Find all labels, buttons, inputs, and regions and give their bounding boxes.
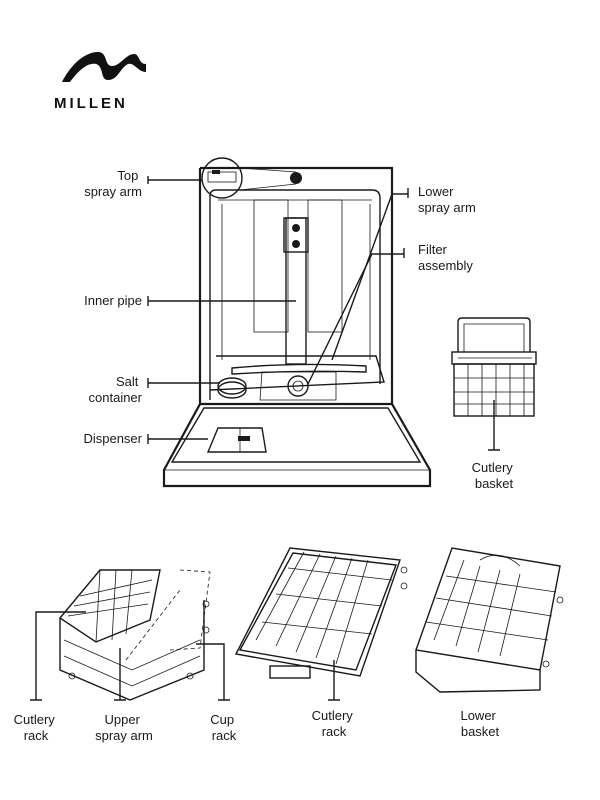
label-filter-assembly: Filter assembly: [418, 242, 473, 273]
dishwasher-body: [162, 157, 432, 488]
upper-rack-illustration: [58, 569, 211, 701]
label-lower-basket: Lower basket: [460, 708, 499, 739]
label-cup-rack: Cup rack: [210, 712, 237, 743]
brand-name: MILLEN: [54, 95, 128, 112]
label-salt-container: Salt container: [89, 374, 143, 405]
label-inner-pipe: Inner pipe: [84, 293, 142, 308]
label-cutlery-rack-middle: Cutlery rack: [312, 708, 357, 739]
label-cutlery-basket: Cutlery basket: [472, 460, 517, 491]
cutlery-rack-illustration: [234, 547, 408, 679]
label-upper-spray-arm: Upper spray arm: [95, 712, 153, 743]
brand-logo: MILLEN: [54, 52, 146, 112]
lower-basket-illustration: [415, 547, 564, 693]
label-lower-spray-arm: Lower spray arm: [418, 184, 476, 215]
label-dispenser: Dispenser: [83, 431, 142, 446]
wave-logo-icon: [62, 52, 146, 82]
labels: Top spray arm Lower spray arm Filter ass…: [14, 168, 517, 743]
label-cutlery-rack-left: Cutlery rack: [14, 712, 59, 743]
leader-lines: [30, 176, 500, 701]
label-top-spray-arm: Top spray arm: [84, 168, 142, 199]
